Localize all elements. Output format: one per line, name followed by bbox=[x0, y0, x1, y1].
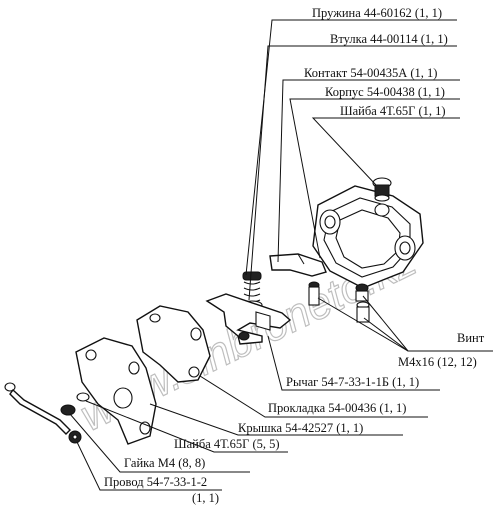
wire bbox=[4, 382, 82, 444]
label-body: Корпус 54-00438 (1, 1) bbox=[325, 85, 445, 99]
label-contact: Контакт 54-00435А (1, 1) bbox=[304, 66, 437, 80]
lever bbox=[205, 293, 292, 345]
label-washer-bottom: Шайба 4Т.65Г (5, 5) bbox=[174, 437, 280, 451]
leader-lines bbox=[69, 19, 493, 491]
label-screw-size: М4х16 (12, 12) bbox=[398, 355, 477, 369]
label-cover: Крышка 54-42527 (1, 1) bbox=[238, 421, 363, 435]
label-lever: Рычаг 54-7-33-1-1Б (1, 1) bbox=[286, 375, 419, 389]
label-bushing: Втулка 44-00114 (1, 1) bbox=[330, 32, 448, 46]
label-wire-qty: (1, 1) bbox=[192, 491, 219, 505]
contact-plate bbox=[269, 253, 327, 277]
bottom-nut bbox=[60, 404, 76, 416]
label-gasket: Прокладка 54-00436 (1, 1) bbox=[268, 401, 406, 415]
gasket bbox=[136, 305, 211, 383]
bottom-washer bbox=[76, 392, 90, 402]
label-nut: Гайка М4 (8, 8) bbox=[124, 456, 205, 470]
screw-2 bbox=[355, 283, 369, 302]
label-spring: Пружина 44-60162 (1, 1) bbox=[312, 6, 442, 20]
top-washer-nut bbox=[372, 177, 392, 202]
body-housing bbox=[312, 185, 424, 289]
cover bbox=[75, 337, 157, 445]
screw-3 bbox=[356, 301, 370, 323]
label-wire: Провод 54-7-33-1-2 bbox=[104, 475, 207, 489]
screw-1 bbox=[308, 281, 320, 306]
label-washer-top: Шайба 4Т.65Г (1, 1) bbox=[340, 104, 446, 118]
label-screw: Винт bbox=[457, 331, 485, 345]
